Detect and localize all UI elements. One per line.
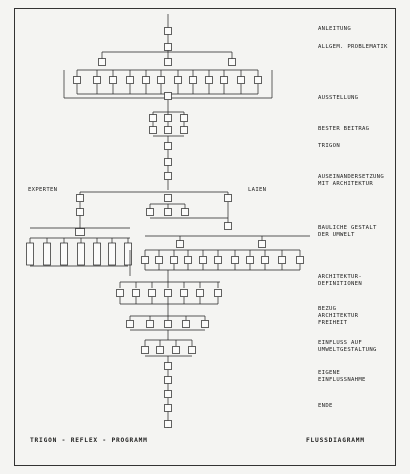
stage-label-eigene: EIGENE EINFLUSSNAHME xyxy=(318,370,366,383)
flow-node-box xyxy=(205,76,213,84)
flow-node-box xyxy=(164,58,172,66)
flow-node-box xyxy=(164,404,172,412)
group-label-experten: EXPERTEN xyxy=(28,187,58,193)
flow-node-box xyxy=(149,114,157,122)
flow-node-box xyxy=(164,92,172,100)
flow-node-box xyxy=(214,256,222,264)
flow-node-box xyxy=(189,76,197,84)
flow-node-box xyxy=(164,114,172,122)
stage-label-ende: ENDE xyxy=(318,403,333,409)
flow-node-box xyxy=(126,76,134,84)
flow-node-box xyxy=(164,376,172,384)
flow-node-box xyxy=(180,126,188,134)
flow-node-box xyxy=(142,76,150,84)
flow-node-box xyxy=(258,240,266,248)
flow-node-box xyxy=(184,256,192,264)
flow-node-box xyxy=(224,222,232,230)
flow-node-box xyxy=(201,320,209,328)
flow-node-box xyxy=(181,208,189,216)
flow-node-box xyxy=(155,256,163,264)
flow-node-box xyxy=(164,126,172,134)
stage-label-bester: BESTER BEITRAG xyxy=(318,126,370,132)
flow-node-box xyxy=(164,390,172,398)
stage-label-bauliche: BAULICHE GESTALT DER UMWELT xyxy=(318,225,377,238)
stage-label-bezug: BEZUG ARCHITEKTUR FREIHEIT xyxy=(318,306,359,326)
stage-label-definitionen: ARCHITEKTUR- DEFINITIONEN xyxy=(318,274,363,287)
flow-node-box xyxy=(132,289,140,297)
flow-node-box xyxy=(75,228,85,236)
flow-node-box xyxy=(77,242,85,266)
footer-program-title: TRIGON - REFLEX - PROGRAMM xyxy=(30,437,148,444)
flow-node-box xyxy=(224,194,232,202)
flow-node-box xyxy=(188,346,196,354)
flow-node-box xyxy=(180,114,188,122)
flow-node-box xyxy=(261,256,269,264)
flow-node-box xyxy=(164,208,172,216)
flow-node-box xyxy=(164,362,172,370)
flow-node-box xyxy=(124,242,132,266)
flow-node-box xyxy=(176,240,184,248)
flow-node-box xyxy=(164,158,172,166)
flow-node-box xyxy=(141,256,149,264)
flow-node-box xyxy=(296,256,304,264)
flow-node-box xyxy=(126,320,134,328)
stage-label-trigon: TRIGON xyxy=(318,143,341,149)
flow-node-box xyxy=(254,76,262,84)
flow-node-box xyxy=(164,142,172,150)
flow-node-box xyxy=(246,256,254,264)
stage-label-anleitung: ANLEITUNG xyxy=(318,26,352,32)
flow-node-box xyxy=(164,320,172,328)
flow-node-box xyxy=(148,289,156,297)
flow-node-box xyxy=(157,76,165,84)
flow-node-box xyxy=(108,242,116,266)
flow-node-box xyxy=(231,256,239,264)
flow-node-box xyxy=(60,242,68,266)
flow-node-box xyxy=(146,208,154,216)
flow-node-box xyxy=(73,76,81,84)
flow-node-box xyxy=(164,289,172,297)
flow-node-box xyxy=(93,242,101,266)
flow-node-box xyxy=(164,194,172,202)
flow-node-box xyxy=(182,320,190,328)
stage-label-allgem: ALLGEM. PROBLEMATIK xyxy=(318,44,388,50)
flow-node-box xyxy=(199,256,207,264)
flow-node-box xyxy=(180,289,188,297)
flow-node-box xyxy=(146,320,154,328)
flow-node-box xyxy=(220,76,228,84)
flow-node-box xyxy=(141,346,149,354)
flow-node-box xyxy=(26,242,34,266)
flow-node-box xyxy=(174,76,182,84)
flow-node-box xyxy=(43,242,51,266)
flow-node-box xyxy=(164,172,172,180)
flow-node-box xyxy=(214,289,222,297)
stage-label-einfluss: EINFLUSS AUF UMWELTGESTALTUNG xyxy=(318,340,377,353)
flow-node-box xyxy=(76,208,84,216)
diagram-frame xyxy=(14,8,396,466)
flow-node-box xyxy=(149,126,157,134)
flow-node-box xyxy=(164,420,172,428)
footer-diagram-title: FLUSSDIAGRAMM xyxy=(306,437,365,444)
flow-node-box xyxy=(164,43,172,51)
group-label-laien: LAIEN xyxy=(248,187,267,193)
stage-label-auseinander: AUSEINANDERSETZUNG MIT ARCHITEKTUR xyxy=(318,174,385,187)
flow-node-box xyxy=(228,58,236,66)
flow-node-box xyxy=(170,256,178,264)
flow-node-box xyxy=(164,27,172,35)
flow-node-box xyxy=(237,76,245,84)
flow-node-box xyxy=(116,289,124,297)
flow-node-box xyxy=(172,346,180,354)
flow-node-box xyxy=(93,76,101,84)
flow-node-box xyxy=(98,58,106,66)
stage-label-ausstellung: AUSSTELLUNG xyxy=(318,95,359,101)
flow-node-box xyxy=(109,76,117,84)
flow-node-box xyxy=(196,289,204,297)
flow-node-box xyxy=(76,194,84,202)
flow-node-box xyxy=(278,256,286,264)
flow-node-box xyxy=(156,346,164,354)
